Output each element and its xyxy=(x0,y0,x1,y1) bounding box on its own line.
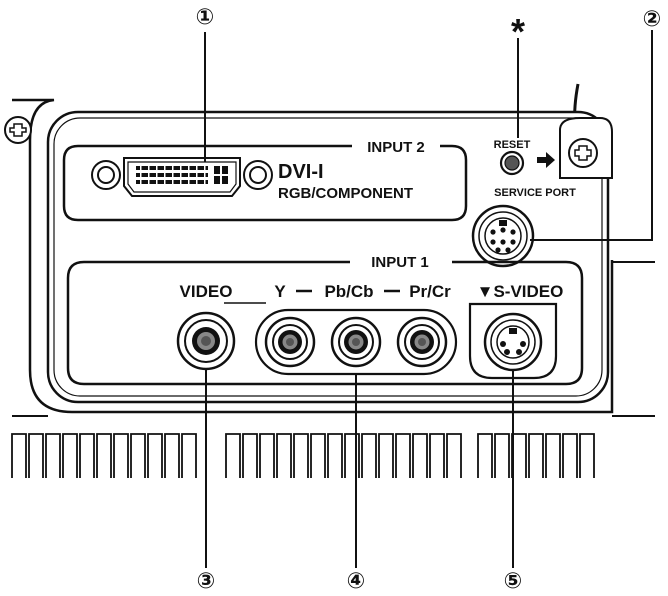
vent-slat xyxy=(62,433,78,478)
callout-star: * xyxy=(511,11,525,52)
vent-slat xyxy=(259,433,275,478)
service-port-connector xyxy=(471,204,535,268)
vent-slat xyxy=(528,433,544,478)
callout-2: ② xyxy=(643,7,662,32)
vent-slat xyxy=(494,433,510,478)
pb-cb-label: Pb/Cb xyxy=(324,282,373,301)
pr-cr-jack xyxy=(396,316,448,368)
service-port-label: SERVICE PORT xyxy=(494,187,576,199)
input1-frame xyxy=(66,260,584,386)
y-label: Y xyxy=(274,282,286,301)
vent-slat xyxy=(579,433,595,478)
rgb-component-label: RGB/COMPONENT xyxy=(278,185,413,202)
vent-slat xyxy=(429,433,445,478)
vent-slat xyxy=(545,433,561,478)
vent-slat xyxy=(446,433,462,478)
callout-1: ① xyxy=(196,5,215,30)
vent-slat xyxy=(562,433,578,478)
vent-slat xyxy=(147,433,163,478)
vent-slats xyxy=(11,433,595,478)
vent-slat xyxy=(378,433,394,478)
vent-slat xyxy=(181,433,197,478)
reset-button[interactable] xyxy=(499,150,525,176)
vent-slat xyxy=(242,433,258,478)
vent-slat xyxy=(96,433,112,478)
input2-frame xyxy=(62,144,468,222)
input1-label: INPUT 1 xyxy=(371,254,429,271)
vent-slat xyxy=(361,433,377,478)
vent-slat xyxy=(45,433,61,478)
dvi-label: DVI-I xyxy=(278,161,324,183)
video-jack xyxy=(176,311,236,371)
callout-5: ⑤ xyxy=(504,569,523,594)
left-screw xyxy=(4,116,32,144)
pr-cr-label: Pr/Cr xyxy=(409,282,451,301)
vent-slat xyxy=(28,433,44,478)
reset-label: RESET xyxy=(494,139,531,151)
vent-slat xyxy=(327,433,343,478)
vent-slat xyxy=(477,433,493,478)
input2-label: INPUT 2 xyxy=(367,139,425,156)
projector-body-outline xyxy=(12,98,614,414)
vent-slat xyxy=(395,433,411,478)
dvi-pins xyxy=(136,166,228,184)
arrow-right-icon xyxy=(537,152,555,168)
right-screw xyxy=(559,117,613,179)
vent-slat xyxy=(276,433,292,478)
vent-slat xyxy=(344,433,360,478)
vent-slat xyxy=(113,433,129,478)
y-jack xyxy=(264,316,316,368)
vent-slat xyxy=(130,433,146,478)
vent-slat xyxy=(11,433,27,478)
pb-cb-jack xyxy=(330,316,382,368)
vent-slat xyxy=(79,433,95,478)
connector-panel-inner xyxy=(53,117,603,397)
vent-slat xyxy=(310,433,326,478)
s-video-label: ▼S-VIDEO xyxy=(477,282,564,301)
video-label: VIDEO xyxy=(180,282,233,301)
callout-3: ③ xyxy=(197,569,216,594)
vent-slat xyxy=(412,433,428,478)
dvi-connector xyxy=(91,157,273,197)
vent-slat xyxy=(225,433,241,478)
vent-slat xyxy=(293,433,309,478)
vent-slat xyxy=(164,433,180,478)
vent-slat xyxy=(511,433,527,478)
callout-4: ④ xyxy=(347,569,366,594)
leader-line-2 xyxy=(530,30,653,241)
s-video-connector xyxy=(483,312,543,372)
s-video-frame xyxy=(468,302,558,380)
